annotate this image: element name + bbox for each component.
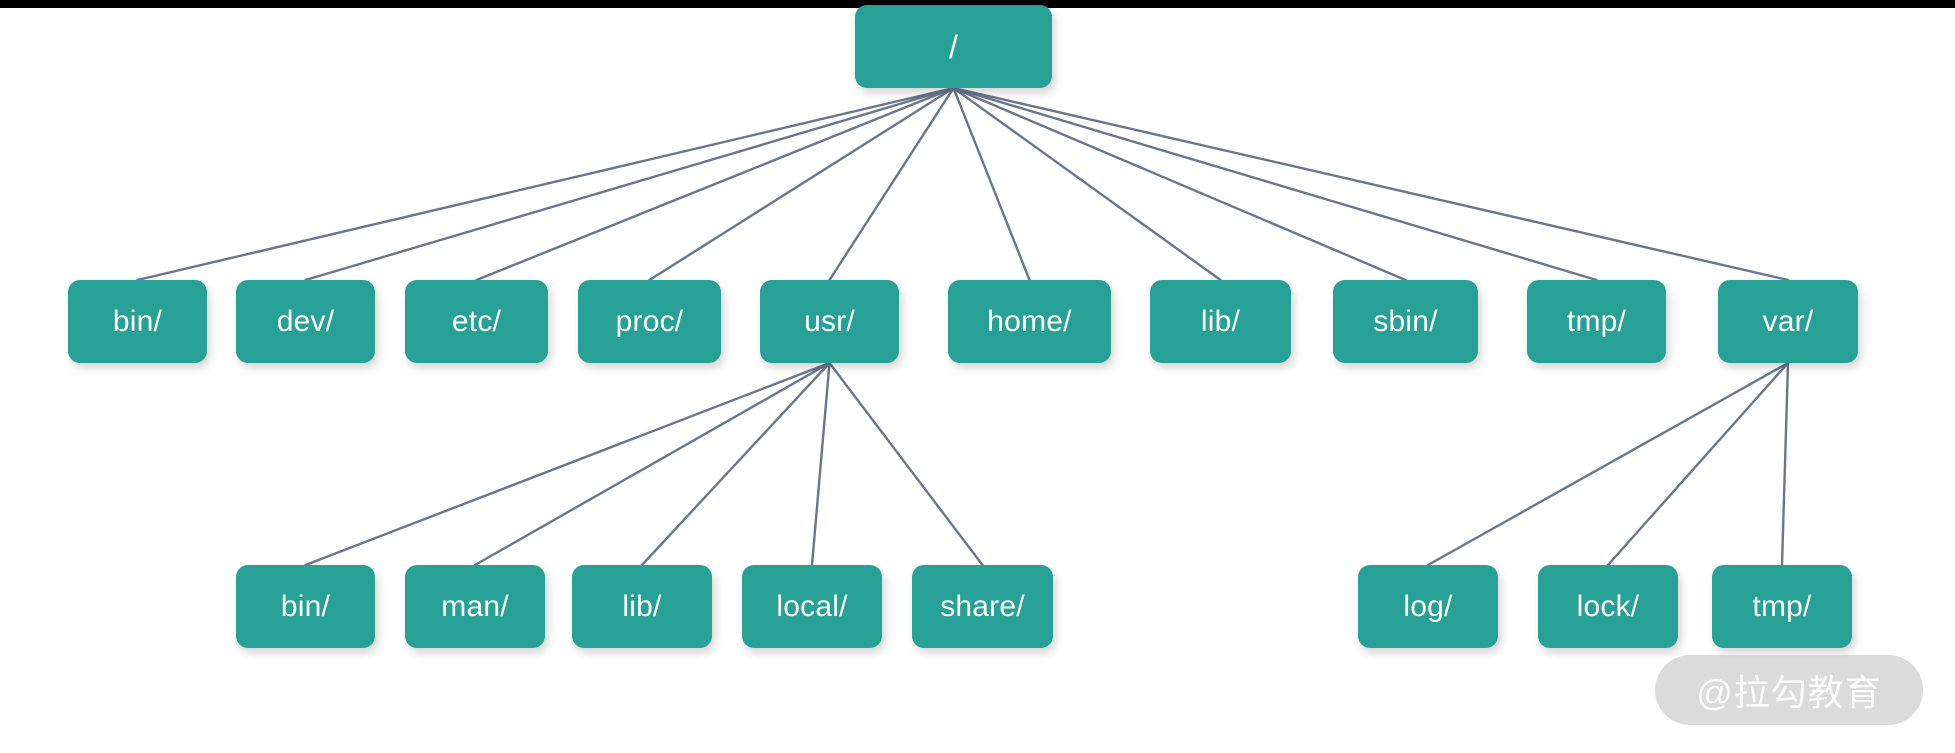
tree-node-label: bin/: [280, 589, 331, 623]
tree-edge-usr-to-usr-bin: [304, 361, 831, 567]
tree-edge-var-to-var-log: [1426, 361, 1790, 567]
tree-node-label: usr/: [804, 304, 855, 338]
tree-node-usr-lib[interactable]: lib/: [572, 565, 712, 648]
tree-node-label: lib/: [622, 589, 662, 623]
tree-edge-root-to-proc: [648, 86, 955, 282]
tree-node-usr-man[interactable]: man/: [405, 565, 545, 648]
tree-node-label: etc/: [451, 304, 502, 338]
tree-node-usr-local[interactable]: local/: [742, 565, 882, 648]
tree-edge-root-to-etc: [475, 86, 955, 282]
tree-node-label: home/: [987, 304, 1072, 338]
tree-node-sbin[interactable]: sbin/: [1333, 280, 1478, 363]
tree-node-label: log/: [1403, 589, 1453, 623]
tree-node-usr-bin[interactable]: bin/: [236, 565, 375, 648]
tree-node-label: /: [948, 28, 959, 65]
watermark-badge: @拉勾教育: [1655, 655, 1923, 725]
tree-node-bin[interactable]: bin/: [68, 280, 207, 363]
tree-node-var[interactable]: var/: [1718, 280, 1858, 363]
tree-node-label: proc/: [615, 304, 684, 338]
tree-node-var-tmp[interactable]: tmp/: [1712, 565, 1852, 648]
tree-node-label: var/: [1762, 304, 1814, 338]
tree-node-label: dev/: [276, 304, 335, 338]
tree-node-label: tmp/: [1752, 589, 1812, 623]
tree-edge-root-to-sbin: [952, 86, 1407, 282]
tree-node-lib[interactable]: lib/: [1150, 280, 1291, 363]
tree-node-label: sbin/: [1373, 304, 1438, 338]
tree-node-home[interactable]: home/: [948, 280, 1111, 363]
tree-node-var-log[interactable]: log/: [1358, 565, 1498, 648]
tree-node-tmp[interactable]: tmp/: [1527, 280, 1666, 363]
tree-node-usr-share[interactable]: share/: [912, 565, 1053, 648]
tree-node-usr[interactable]: usr/: [760, 280, 899, 363]
tree-node-label: local/: [776, 589, 848, 623]
top-black-bar: [0, 0, 1955, 8]
tree-node-label: share/: [940, 589, 1025, 623]
tree-node-label: lock/: [1576, 589, 1640, 623]
tree-node-root[interactable]: /: [855, 5, 1052, 88]
tree-node-etc[interactable]: etc/: [405, 280, 548, 363]
tree-edge-root-to-bin: [136, 86, 955, 282]
tree-node-dev[interactable]: dev/: [236, 280, 375, 363]
tree-edge-usr-to-usr-local: [810, 361, 831, 567]
tree-edge-usr-to-usr-lib: [640, 361, 831, 567]
tree-node-label: tmp/: [1566, 304, 1627, 338]
tree-edge-root-to-dev: [304, 86, 955, 282]
tree-edge-var-to-var-tmp: [1780, 361, 1790, 567]
tree-node-label: bin/: [112, 304, 163, 338]
tree-node-var-lock[interactable]: lock/: [1538, 565, 1678, 648]
tree-edge-root-to-tmp: [952, 86, 1598, 282]
tree-edge-usr-to-usr-share: [828, 361, 984, 567]
tree-edge-root-to-var: [952, 86, 1790, 282]
tree-node-proc[interactable]: proc/: [578, 280, 721, 363]
tree-node-label: lib/: [1200, 304, 1241, 338]
tree-edge-root-to-usr: [828, 86, 955, 282]
tree-node-label: man/: [441, 589, 509, 623]
watermark-label: @拉勾教育: [1696, 672, 1882, 713]
tree-edge-root-to-home: [952, 86, 1031, 282]
tree-edge-usr-to-usr-man: [473, 361, 831, 567]
tree-edge-var-to-var-lock: [1606, 361, 1790, 567]
tree-edge-root-to-lib: [952, 86, 1222, 282]
